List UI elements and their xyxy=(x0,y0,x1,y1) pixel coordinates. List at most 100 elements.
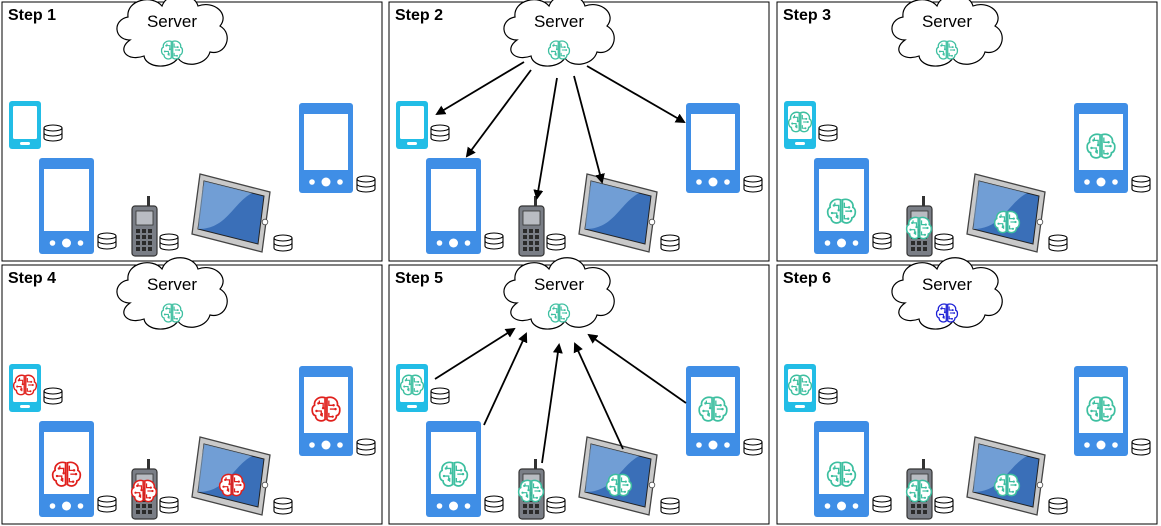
step-label: Step 4 xyxy=(8,270,56,287)
arrow-icon xyxy=(587,333,687,404)
tablet-icon xyxy=(191,173,271,253)
tablet-icon xyxy=(578,173,658,253)
brain-icon xyxy=(160,303,184,323)
phone-icon xyxy=(814,421,869,517)
database-icon xyxy=(1131,438,1151,456)
arrow-icon xyxy=(434,327,516,380)
arrow-icon xyxy=(465,69,532,158)
brain-icon xyxy=(787,374,813,396)
step-panel: Step 5 Server xyxy=(388,257,770,525)
server-label: Server xyxy=(147,12,197,31)
brain-icon xyxy=(218,473,246,497)
database-icon xyxy=(356,175,376,193)
brain-icon xyxy=(12,374,38,396)
server-cloud: Server xyxy=(503,257,615,330)
brain-icon xyxy=(826,198,857,224)
step-panel: Step 4 Server xyxy=(1,257,383,525)
brain-icon xyxy=(935,303,959,323)
database-icon xyxy=(872,495,892,513)
database-icon xyxy=(743,438,763,456)
phone-icon xyxy=(1074,103,1128,193)
step-panel: Step 2 Server xyxy=(388,0,770,262)
database-icon xyxy=(1048,497,1068,515)
database-icon xyxy=(356,438,376,456)
phone-icon xyxy=(686,366,740,456)
phone-icon xyxy=(814,158,869,254)
database-icon xyxy=(97,495,117,513)
brain-icon xyxy=(905,216,933,240)
phone-icon xyxy=(1074,366,1128,456)
arrow-icon xyxy=(573,342,624,450)
step-panel: Step 6 Server xyxy=(776,257,1158,525)
database-icon xyxy=(872,232,892,250)
server-label: Server xyxy=(922,275,972,294)
step-panel: Step 3 Server xyxy=(776,0,1158,262)
server-cloud: Server xyxy=(116,257,228,330)
brain-icon xyxy=(1086,396,1116,422)
brain-icon xyxy=(935,40,959,60)
cloud-icon xyxy=(891,257,1003,330)
step-panel: Step 1 Server xyxy=(1,0,383,262)
step-label: Step 1 xyxy=(8,7,56,24)
brain-icon xyxy=(517,479,545,503)
cloud-icon xyxy=(891,0,1003,67)
database-icon xyxy=(484,232,504,250)
walkie-talkie-icon xyxy=(131,196,158,257)
brain-icon xyxy=(160,40,184,60)
brain-icon xyxy=(905,479,933,503)
phone-icon xyxy=(299,366,353,456)
phone-icon xyxy=(299,103,353,193)
brain-icon xyxy=(438,461,469,487)
database-icon xyxy=(660,234,680,252)
database-icon xyxy=(430,124,450,142)
step-label: Step 5 xyxy=(395,270,443,287)
phone-icon xyxy=(686,103,740,193)
server-label: Server xyxy=(534,12,584,31)
server-label: Server xyxy=(534,275,584,294)
arrow-icon xyxy=(533,77,558,200)
server-cloud: Server xyxy=(891,257,1003,330)
brain-icon xyxy=(51,461,82,487)
step-label: Step 3 xyxy=(783,7,831,24)
brain-icon xyxy=(1086,133,1116,159)
arrow-icon xyxy=(541,343,563,464)
brain-icon xyxy=(993,473,1021,497)
server-cloud: Server xyxy=(116,0,228,67)
brain-icon xyxy=(826,461,857,487)
database-icon xyxy=(934,496,954,514)
phone-icon xyxy=(39,421,94,517)
database-icon xyxy=(97,232,117,250)
phone-icon xyxy=(426,421,481,517)
database-icon xyxy=(818,387,838,405)
phone-icon xyxy=(9,101,41,149)
database-icon xyxy=(934,233,954,251)
database-icon xyxy=(660,497,680,515)
database-icon xyxy=(273,497,293,515)
phone-icon xyxy=(426,158,481,254)
database-icon xyxy=(43,387,63,405)
walkie-talkie-icon xyxy=(518,196,545,257)
brain-icon xyxy=(399,374,425,396)
step-label: Step 6 xyxy=(783,270,831,287)
phone-icon xyxy=(396,101,428,149)
server-label: Server xyxy=(147,275,197,294)
arrow-icon xyxy=(483,332,528,426)
arrow-icon xyxy=(435,61,525,116)
brain-icon xyxy=(787,111,813,133)
arrow-icon xyxy=(586,65,686,123)
cloud-icon xyxy=(116,257,228,330)
database-icon xyxy=(1131,175,1151,193)
database-icon xyxy=(818,124,838,142)
database-icon xyxy=(546,496,566,514)
server-cloud: Server xyxy=(503,0,615,67)
step-label: Step 2 xyxy=(395,7,443,24)
database-icon xyxy=(743,175,763,193)
brain-icon xyxy=(311,396,341,422)
brain-icon xyxy=(130,479,158,503)
server-cloud: Server xyxy=(891,0,1003,67)
server-label: Server xyxy=(922,12,972,31)
database-icon xyxy=(484,495,504,513)
database-icon xyxy=(159,233,179,251)
database-icon xyxy=(159,496,179,514)
